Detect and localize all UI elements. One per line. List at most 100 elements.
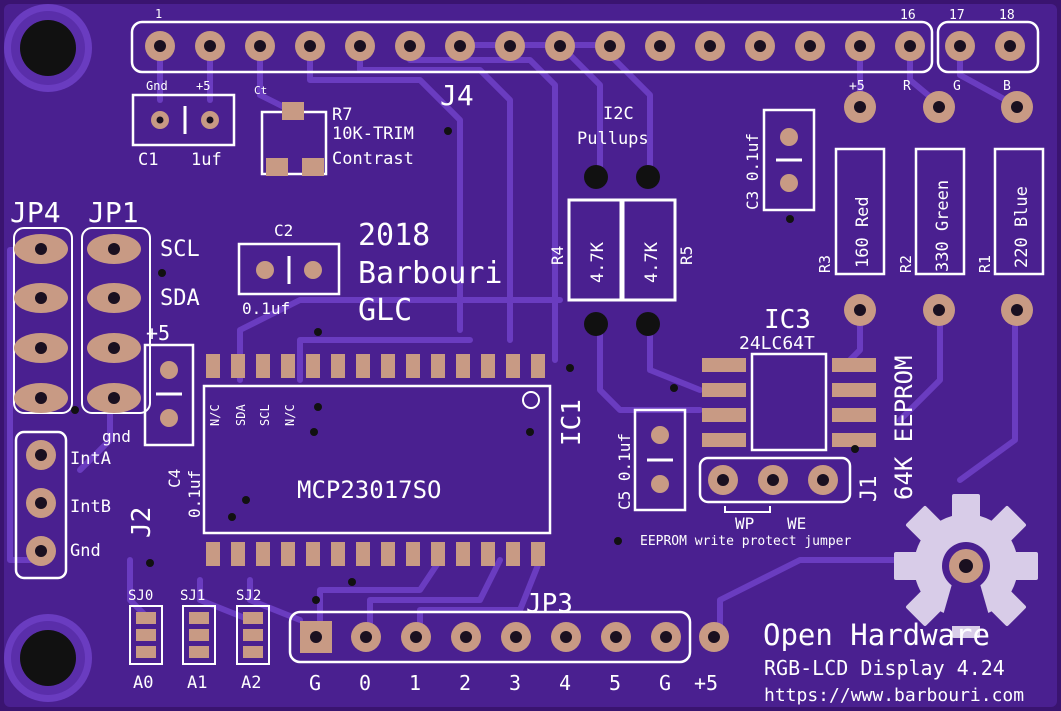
j4-plus5b-label: +5 <box>849 79 865 94</box>
ic1-ref-label: IC1 <box>557 399 587 446</box>
jp3-pin-label: 2 <box>459 671 471 695</box>
j4-gnd-label: Gnd <box>146 79 168 93</box>
r4-pad-bottom <box>584 312 608 336</box>
c4-ref-label: C4 <box>165 469 184 488</box>
title-year: 2018 <box>358 218 430 253</box>
ic3-desc-label: 64K EEPROM <box>890 356 918 501</box>
ic3-outline <box>750 352 828 452</box>
jp4-outline <box>13 227 73 414</box>
j1-wp-label: WP <box>735 514 754 533</box>
r3-hole-top <box>854 101 866 113</box>
ic1-pin1-marker <box>522 391 540 409</box>
j4-outline-rgb <box>936 20 1040 74</box>
r4-outline <box>567 198 623 302</box>
c1-outline <box>131 93 236 147</box>
c2-value-label: 0.1uf <box>242 299 290 318</box>
jp3-plus5-hole <box>708 631 720 643</box>
r5-pad-top <box>636 165 660 189</box>
open-hardware-gear-icon <box>894 494 1038 638</box>
c1-hole-a <box>156 116 164 124</box>
r5-pad-bottom <box>636 312 660 336</box>
c3-pad-a <box>780 128 798 146</box>
j2-ref-label: J2 <box>127 507 157 538</box>
ic1-pin-nc1-label: N/C <box>208 404 222 426</box>
jp3-pin-label: 3 <box>509 671 521 695</box>
c4-pad-b <box>160 409 178 427</box>
ic1-pin-scl-label: SCL <box>258 404 272 426</box>
j4-pin-1-label: 1 <box>155 7 162 21</box>
ic1-pin-nc2-label: N/C <box>283 404 297 426</box>
c2-pad-b <box>304 261 322 279</box>
jp3-pin-label: 4 <box>559 671 571 695</box>
via <box>71 127 859 604</box>
j2-inta-label: IntA <box>70 449 111 469</box>
r5-ref-label: R5 <box>677 246 696 265</box>
jp1-ref-label: JP1 <box>88 196 139 229</box>
r2-hole-bottom <box>933 304 945 316</box>
jp3-pin-label: 5 <box>609 671 621 695</box>
j4-b-label: B <box>1003 79 1011 94</box>
sj1-outline <box>182 605 216 665</box>
r1-value-label: 220 Blue <box>1012 186 1032 268</box>
c5-label: C5 0.1uf <box>615 433 634 510</box>
c5-outline <box>633 408 687 512</box>
c3-label: C3 0.1uf <box>743 133 762 210</box>
r1-ref-label: R1 <box>976 255 994 273</box>
r1-hole-top <box>1011 101 1023 113</box>
c3-outline <box>762 108 816 212</box>
j1-ref-label: J1 <box>857 476 882 503</box>
i2c-label: I2C <box>603 104 634 124</box>
jp3-outline <box>288 610 692 664</box>
jp3-ref-label: JP3 <box>526 589 573 619</box>
c4-value-label: 0.1uf <box>185 470 204 518</box>
product-label: RGB-LCD Display 4.24 <box>764 656 1005 680</box>
jp3-pin-label: G <box>659 671 671 695</box>
sj2-outline <box>236 605 270 665</box>
r4-ref-label: R4 <box>548 246 567 265</box>
c2-pad-a <box>256 261 274 279</box>
i2c-pullups-label: Pullups <box>577 129 649 149</box>
sj2-label: SJ2 <box>236 588 261 604</box>
r4-pad-top <box>584 165 608 189</box>
j2-pin <box>26 440 56 566</box>
j1-wp-bracket <box>724 506 771 513</box>
jp4-pad <box>14 234 68 413</box>
j4-pin-16-label: 16 <box>900 8 916 23</box>
r2-ref-label: R2 <box>897 255 915 273</box>
title-name: Barbouri <box>358 256 503 291</box>
jp1-outline <box>81 227 151 414</box>
jp3-pin <box>351 622 681 652</box>
j4-r-label: R <box>903 79 911 94</box>
mounting-hole-top-left <box>4 4 92 92</box>
ic1-part-label: MCP23017SO <box>297 476 442 504</box>
r2-outline <box>914 147 966 276</box>
c5-pad-b <box>651 475 669 493</box>
gnd-small-label: gnd <box>102 427 131 446</box>
sj0-outline <box>129 605 163 665</box>
r5-outline <box>621 198 677 302</box>
r3-outline <box>834 147 886 276</box>
jp3-plus5-label: +5 <box>694 671 718 695</box>
j4-pin <box>145 31 1025 61</box>
scl-label: SCL <box>160 237 200 262</box>
title-code: GLC <box>358 293 412 328</box>
sj1-label: SJ1 <box>180 588 205 604</box>
r3-hole-bottom <box>854 304 866 316</box>
j4-ct-label: Ct <box>254 84 267 97</box>
c1-hole-b <box>206 116 214 124</box>
jp3-pin-label: 0 <box>359 671 371 695</box>
j4-plus5-label: +5 <box>196 79 210 93</box>
j4-g-label: G <box>953 79 961 94</box>
j4-ref-label: J4 <box>440 79 474 112</box>
r7-pad-top <box>282 102 304 120</box>
r7-pad-left <box>266 158 288 176</box>
c3-pad-b <box>780 174 798 192</box>
ic1-pin-sda-label: SDA <box>234 404 248 426</box>
sda-label: SDA <box>160 286 200 311</box>
c2-ref-label: C2 <box>274 221 293 240</box>
c1-value-label: 1uf <box>191 150 222 170</box>
j2-gnd-label: Gnd <box>70 541 101 561</box>
j4-pin-17-label: 17 <box>949 8 965 23</box>
r7-value-label: 10K-TRIM <box>332 124 414 144</box>
j1-we-label: WE <box>787 514 806 533</box>
